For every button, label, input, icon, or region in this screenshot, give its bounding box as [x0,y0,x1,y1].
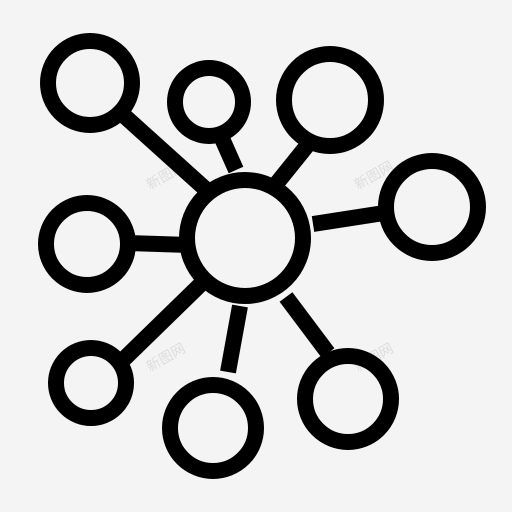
node-right [378,153,486,261]
node-top-left [40,33,140,133]
connector-line-top-left [114,106,217,200]
node-bottom-right [297,348,399,450]
node-bottom-left [48,340,134,426]
nodes [38,33,486,479]
connector-line-top-right [270,136,317,189]
hub-node [179,172,311,304]
node-top-right [276,46,384,154]
connector-line-bottom-center [220,304,248,374]
connector-line-right [311,205,386,232]
watermark-text: 新图网 [144,341,188,376]
node-bottom-center [162,377,264,479]
connectors [114,106,386,374]
connector-line-bottom-right [279,292,335,358]
node-left [38,195,136,293]
connector-line-left [127,235,190,253]
node-top-small [167,60,251,144]
connector-line-bottom-left [118,277,208,365]
